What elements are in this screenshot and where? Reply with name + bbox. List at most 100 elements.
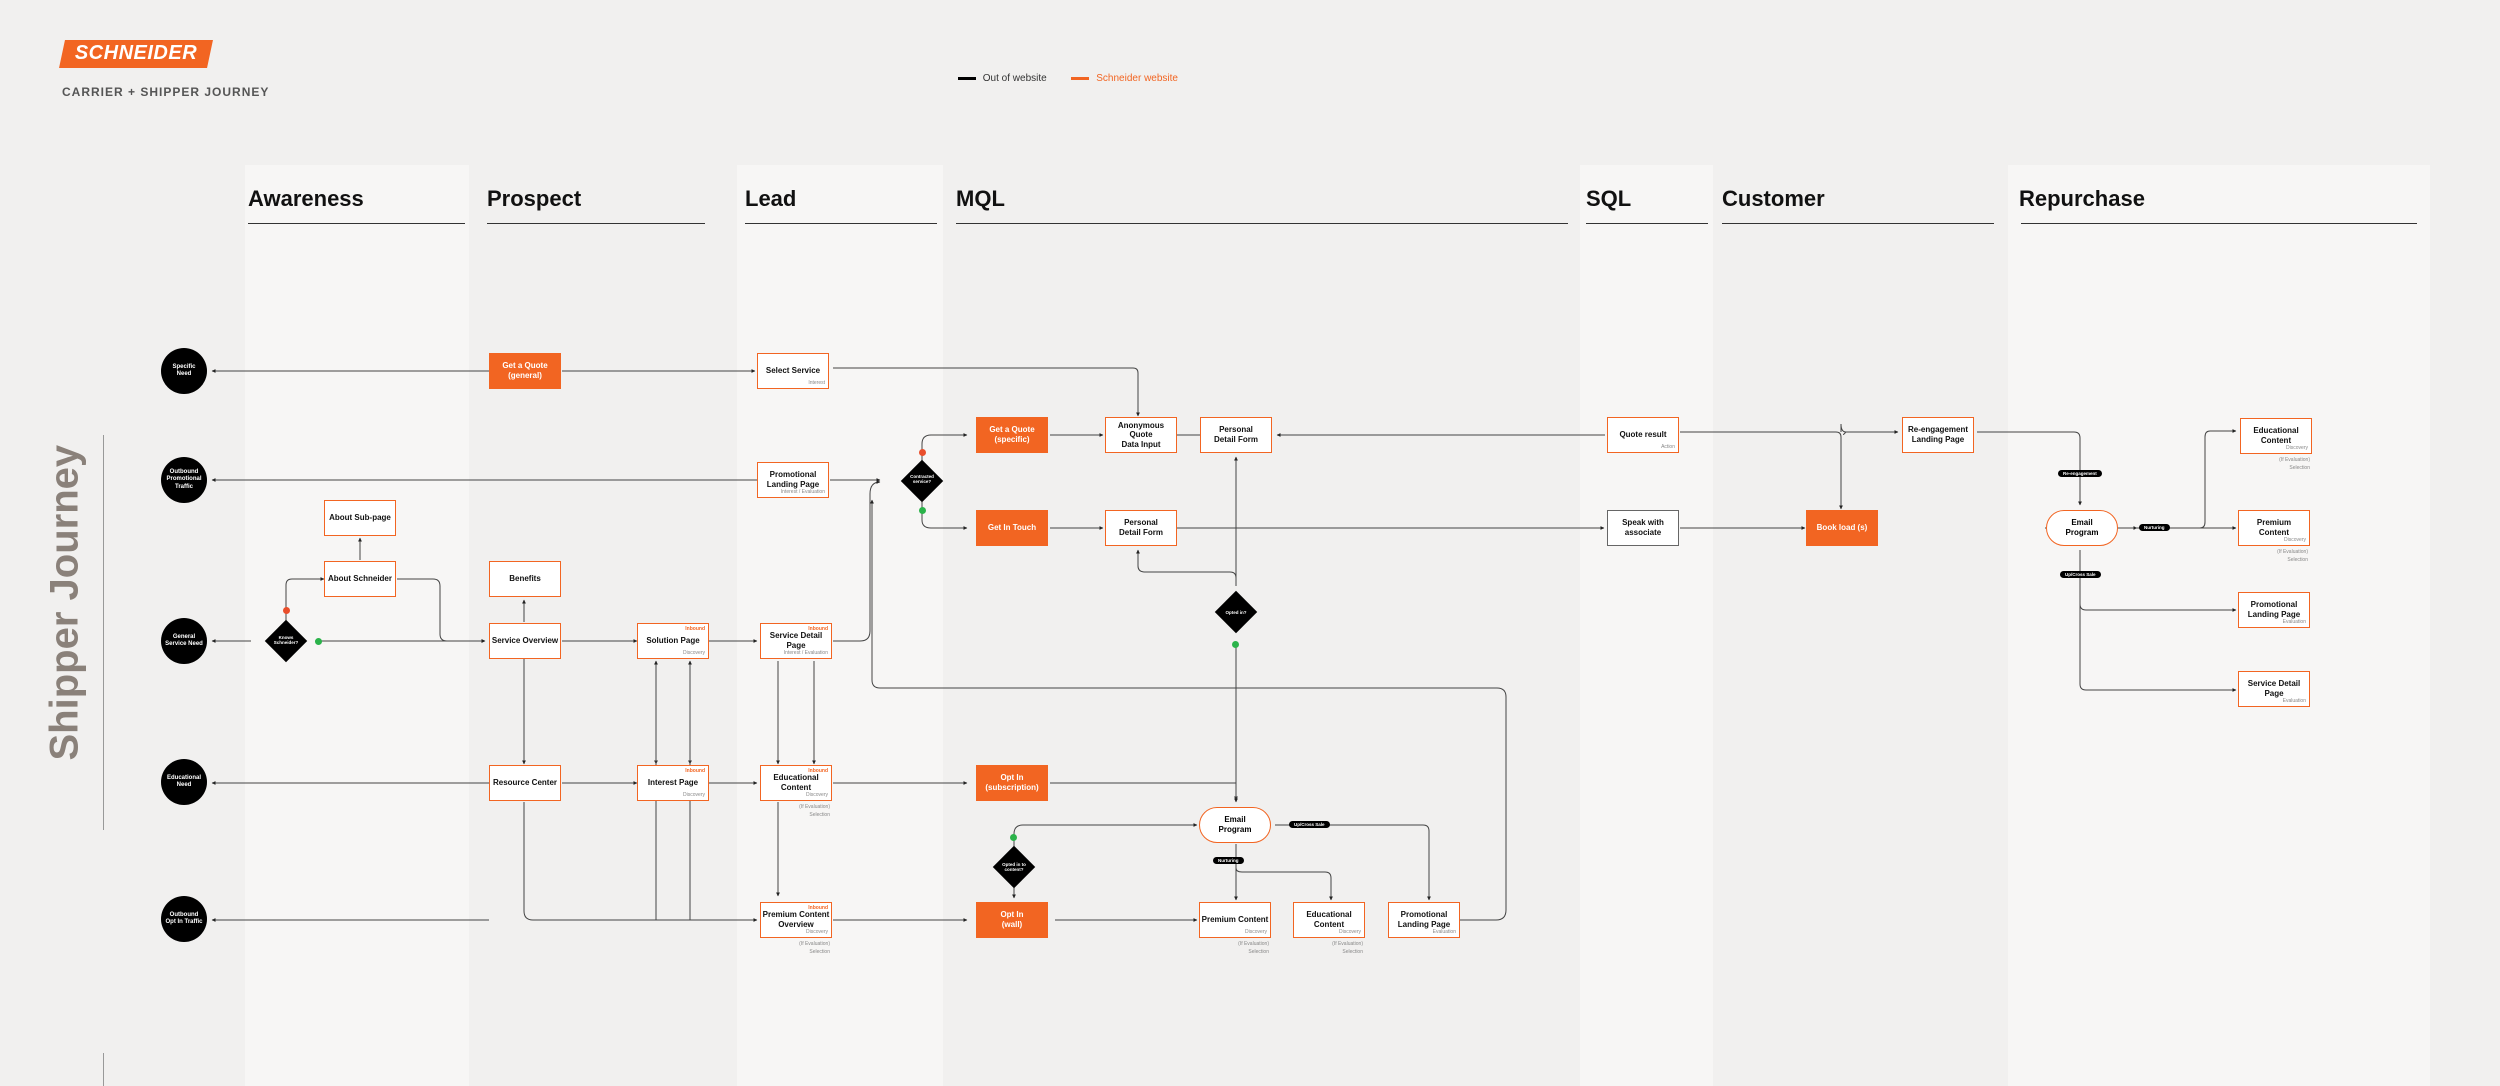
badge-nurturing-mql: Nurturing [1213,857,1244,864]
entry-outbound-opt-in[interactable]: Outbound Opt In Traffic [161,896,207,942]
node-about-sub-page[interactable]: About Sub-page [324,500,396,536]
node-educational-content[interactable]: Inbound Educational Content Discovery [760,765,832,801]
edge [1136,549,1237,586]
side-divider-bottom [103,1053,104,1086]
node-anonymous-quote[interactable]: Anonymous Quote Data Input [1105,417,1177,453]
node-about-schneider[interactable]: About Schneider [324,561,396,597]
edge [1013,823,1198,852]
node-book-loads[interactable]: Book load (s) [1806,510,1878,546]
node-label: Quote result [1619,430,1667,440]
node-promotional-landing-mql[interactable]: Promotional Landing Page Evaluation [1388,902,1460,938]
node-tag: Inbound [685,768,705,774]
node-speak-associate[interactable]: Speak with associate [1607,510,1679,546]
node-email-program-repurchase[interactable]: Email Program [2046,510,2118,546]
node-educational-content-mql[interactable]: Educational Content Discovery [1293,902,1365,938]
decision-knows-schneider-label: Knows Schneider? [273,635,299,646]
badge-upcross-repurchase: Up/Cross Sale [2060,571,2101,578]
edge [921,502,968,530]
node-sub: Evaluation [2282,698,2306,704]
node-resource-center[interactable]: Resource Center [489,765,561,801]
node-sub: Evaluation [1432,929,1456,935]
node-repurchase-educational[interactable]: Educational Content Discovery [2240,418,2312,454]
stage-rule-awareness [248,223,465,224]
node-personal-form-1[interactable]: Personal Detail Form [1200,417,1272,453]
stage-customer: Customer [1722,186,1825,211]
node-repurchase-service-detail[interactable]: Service Detail Page Evaluation [2238,671,2310,707]
node-sub: Discovery [2286,445,2308,451]
node-opt-in-wall[interactable]: Opt In (wall) [976,902,1048,938]
decision-opted-in-content-label: Opted in to content? [1002,862,1026,873]
node-service-overview[interactable]: Service Overview [489,623,561,659]
node-sub: Interest / Evaluation [783,650,828,656]
node-premium-overview[interactable]: Inbound Premium Content Overview Discove… [760,902,832,938]
node-tag: Inbound [808,768,828,774]
node-get-quote-general[interactable]: Get a Quote (general) [489,353,561,389]
node-benefits[interactable]: Benefits [489,561,561,597]
legend-swatch-out [958,76,976,80]
badge-upcross-mql: Up/Cross Sale [1289,821,1330,828]
stage-prospect: Prospect [487,186,582,211]
stage-rule-lead [745,223,937,224]
stage-rule-mql [956,223,1568,224]
edge [1235,862,1333,901]
edge [285,577,325,624]
node-sub: Discovery [806,792,828,798]
entry-specific-need[interactable]: Specific Need [161,348,207,394]
node-sub: Action [1661,444,1675,450]
node-below-text: (If Evaluation) Selection [799,804,830,818]
brand-logo: SCHNEIDER [59,40,213,68]
node-repurchase-promo-landing[interactable]: Promotional Landing Page Evaluation [2238,592,2310,628]
node-interest-page[interactable]: Inbound Interest Page Discovery [637,765,709,801]
edge [870,499,1507,921]
entry-educational-need[interactable]: Educational Need [161,759,207,805]
decision-yes-dot [315,638,322,645]
node-quote-result[interactable]: Quote result Action [1607,417,1679,453]
entry-general-service-need[interactable]: General Service Need [161,618,207,664]
edge [833,367,1140,417]
node-get-in-touch[interactable]: Get In Touch [976,510,1048,546]
stage-lead: Lead [745,186,797,211]
node-get-quote-specific[interactable]: Get a Quote (specific) [976,417,1048,453]
stage-awareness: Awareness [248,186,364,211]
edge [921,433,968,478]
badge-nurturing-repurchase: Nurturing [2139,524,2170,531]
node-label: Educational Content [1306,910,1352,929]
node-promotional-landing[interactable]: Promotional Landing Page Interest / Eval… [757,462,829,498]
stage-mql: MQL [956,186,1005,211]
node-service-detail-page[interactable]: Inbound Service Detail Page Interest / E… [760,623,832,659]
column-repurchase [2008,165,2430,1086]
decision-contracted-label: Contracted service? [910,474,934,485]
decision-yes-dot [919,507,926,514]
node-solution-page[interactable]: Inbound Solution Page Discovery [637,623,709,659]
node-label: Promotional Landing Page [766,470,820,489]
node-email-program-mql[interactable]: Email Program [1199,807,1271,843]
node-label: Promotional Landing Page [1397,910,1451,929]
node-sub: Interest [808,380,825,386]
node-premium-content-mql[interactable]: Premium Content Discovery [1199,902,1271,938]
node-sub: Discovery [1339,929,1361,935]
node-sub: Discovery [2284,537,2306,543]
node-repurchase-premium[interactable]: Premium Content Discovery [2238,510,2310,546]
node-select-service[interactable]: Select Service Interest [757,353,829,389]
decision-yes-dot [1232,641,1239,648]
node-label: Interest Page [647,778,699,788]
legend: Out of website Schneider website [958,73,1178,84]
edge [2079,550,2237,612]
entry-outbound-promotional[interactable]: Outbound Promotional Traffic [161,457,207,503]
node-tag: Inbound [808,905,828,911]
side-divider [103,435,104,830]
node-below-text: (If Evaluation) Selection [799,941,830,955]
brand-name: SCHNEIDER [74,42,198,64]
stage-rule-repurchase [2021,223,2417,224]
stage-repurchase: Repurchase [2019,186,2145,211]
node-label: Educational Content [773,773,819,792]
edge [1680,431,1843,510]
node-opt-in-subscription[interactable]: Opt In (subscription) [976,765,1048,801]
decision-opted-in-label: Opted in? [1225,610,1247,615]
node-label: Premium Content [2256,518,2292,537]
page-subtitle: CARRIER + SHIPPER JOURNEY [62,85,270,99]
node-reengagement-landing[interactable]: Re-engagement Landing Page [1902,417,1974,453]
node-below-text: (If Evaluation) Selection [2277,549,2308,563]
node-personal-form-2[interactable]: Personal Detail Form [1105,510,1177,546]
decision-no-dot [283,607,290,614]
